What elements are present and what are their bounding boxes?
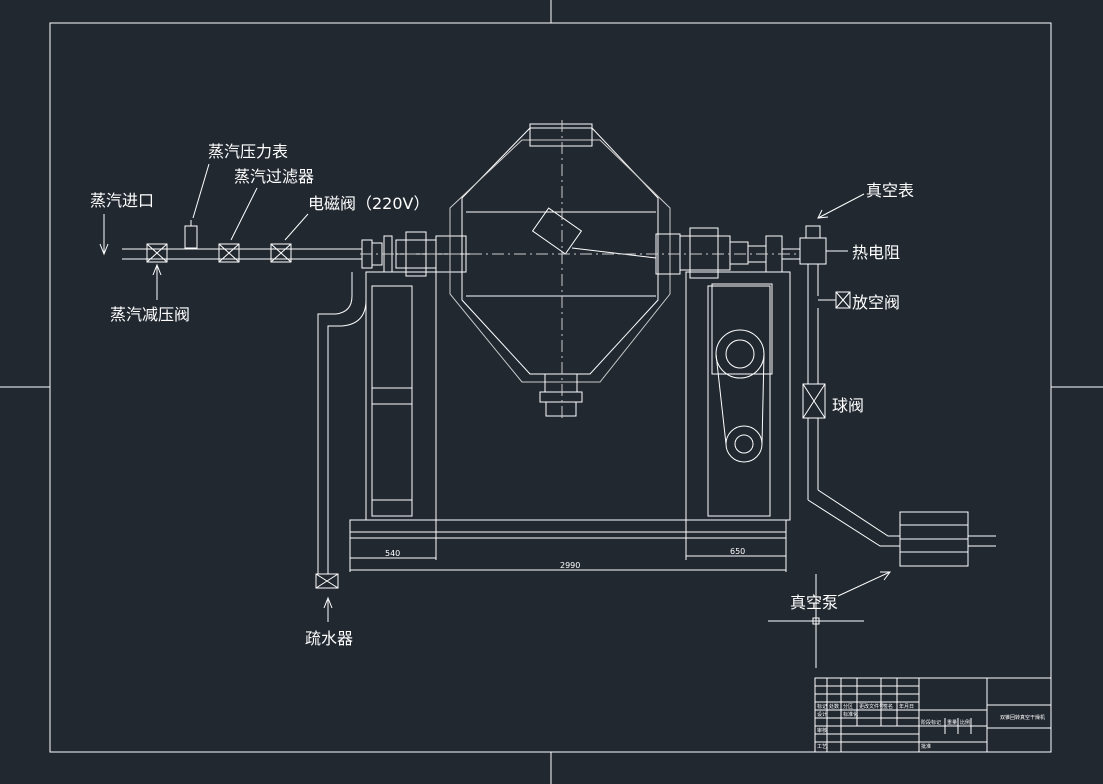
left-support-frame	[365, 271, 437, 521]
label-ball-valve: 球阀	[832, 396, 864, 415]
title-block-drawing-name: 双锥回转真空干燥机	[1000, 714, 1045, 721]
title-block-cell: 分区	[843, 703, 853, 710]
dimension-total: 2990	[560, 561, 580, 570]
steam-pressure-gauge-symbol	[184, 220, 198, 249]
right-support-frame	[685, 271, 791, 521]
title-block-cell: 重量	[947, 719, 957, 726]
double-cone-vessel	[449, 123, 671, 417]
title-block-cell: 签名	[883, 703, 893, 710]
title-block-cell: 批准	[921, 743, 931, 750]
dimension-lines	[349, 520, 787, 572]
vent-valve-symbol	[817, 264, 851, 309]
title-block-cell: 工艺	[817, 744, 827, 750]
leader-arrows	[99, 163, 891, 622]
steam-reducing-valve-symbol	[146, 243, 168, 263]
label-steam-inlet: 蒸汽进口	[90, 191, 154, 210]
title-block-cell: 比例	[960, 719, 970, 726]
title-block-cell: 标记	[817, 703, 827, 710]
label-steam-filter: 蒸汽过滤器	[234, 167, 314, 186]
vacuum-pump-symbol	[899, 511, 996, 567]
vacuum-tee	[799, 225, 848, 265]
origin-crosshair	[768, 574, 864, 668]
label-steam-pressure-gauge: 蒸汽压力表	[208, 142, 288, 161]
vacuum-line	[807, 264, 900, 547]
steam-trap-symbol	[315, 573, 339, 589]
label-vacuum-pump: 真空泵	[790, 593, 838, 612]
title-block	[814, 677, 1052, 753]
label-vent-valve: 放空阀	[852, 293, 900, 312]
steam-filter-symbol	[218, 243, 240, 263]
title-block-cell: 阶段标记	[921, 719, 941, 726]
ball-valve-symbol	[802, 383, 826, 419]
title-block-cell: 设计	[817, 711, 827, 718]
dimension-right: 650	[730, 547, 745, 556]
label-steam-reducing-valve: 蒸汽减压阀	[110, 305, 190, 324]
title-block-cell: 审核	[817, 727, 827, 734]
title-block-cell: 标准化	[843, 711, 858, 718]
label-vacuum-gauge: 真空表	[866, 181, 914, 200]
label-thermal-resistor: 热电阻	[852, 243, 900, 262]
dimension-left: 540	[385, 549, 400, 558]
title-block-cell: 年月日	[899, 703, 914, 710]
label-solenoid-valve: 电磁阀（220V）	[308, 194, 430, 213]
solenoid-valve-symbol	[270, 243, 292, 263]
base-frame	[349, 519, 787, 539]
drawing-border	[49, 22, 1052, 753]
title-block-cell: 处数	[829, 703, 839, 710]
title-block-cell: 更改文件号	[859, 703, 884, 710]
label-steam-trap: 疏水器	[305, 629, 353, 648]
right-rotary-joint	[655, 227, 800, 279]
drain-pipe	[317, 272, 367, 574]
center-lines	[360, 120, 800, 420]
